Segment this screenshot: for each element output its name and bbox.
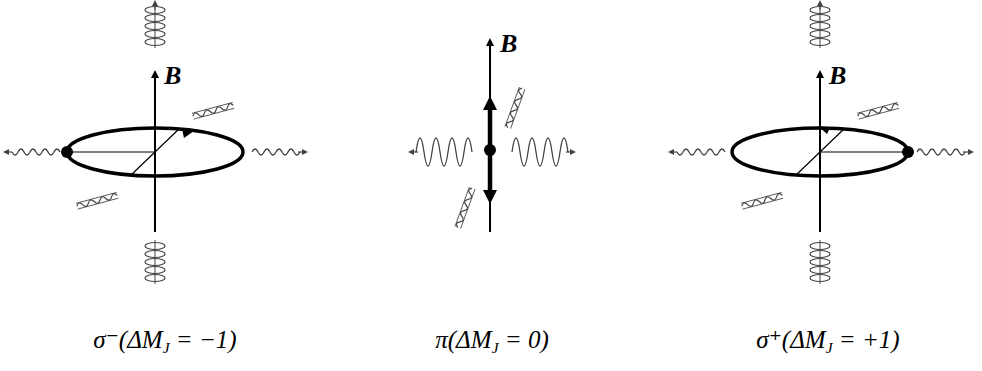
sigma-plus-figure (670, 2, 972, 284)
transition-label: π(ΔMJ = 0) (435, 326, 548, 356)
transition-label: σ⁻(ΔMJ = −1) (93, 326, 236, 356)
field-label: B (164, 62, 181, 91)
sigma-minus-figure (5, 2, 306, 284)
field-label: B (829, 62, 846, 91)
pi-figure (410, 40, 574, 232)
field-label: B (500, 30, 517, 59)
transition-label: σ⁺(ΔMJ = +1) (756, 326, 899, 356)
